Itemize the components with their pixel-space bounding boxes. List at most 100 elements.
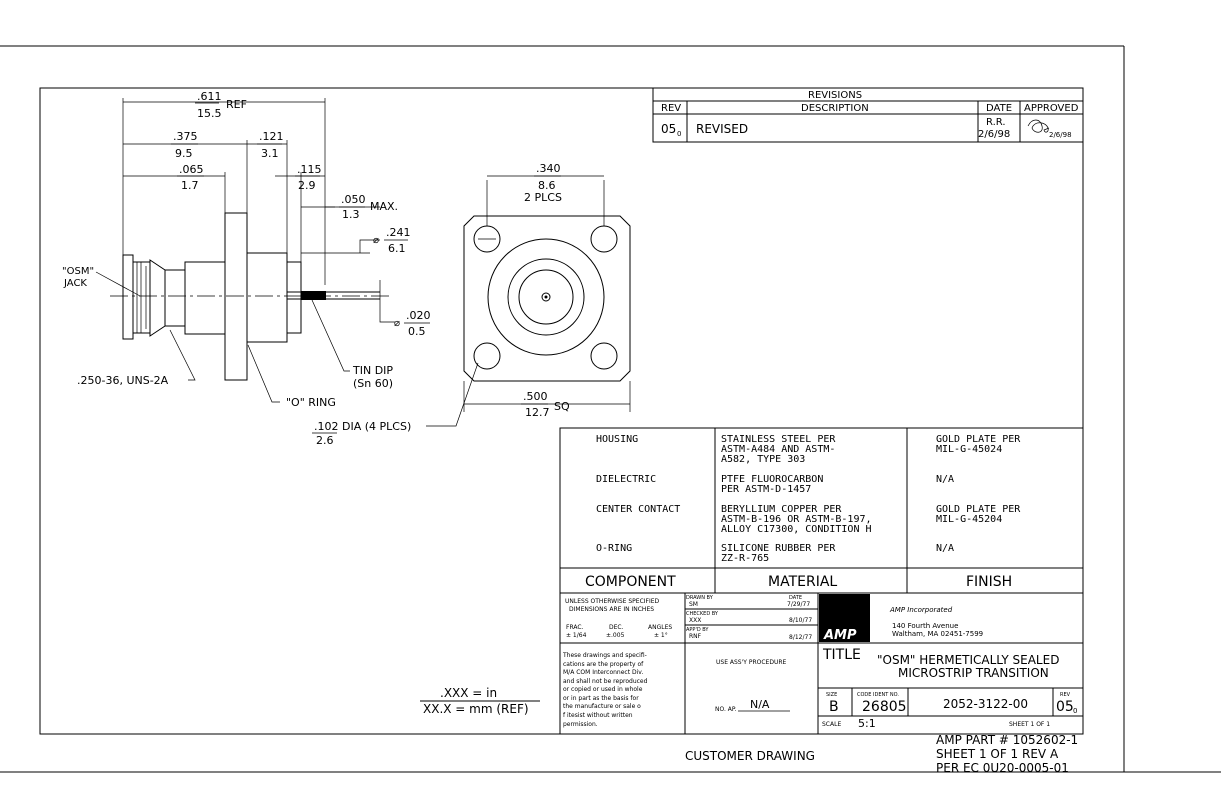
revisions-table: REVISIONS REV DESCRIPTION DATE APPROVED … bbox=[652, 87, 1084, 143]
tb-address-2: Waltham, MA 02451-7599 bbox=[892, 630, 983, 638]
tin-dip-band bbox=[301, 291, 326, 300]
tb-rev-label: REV bbox=[1060, 692, 1071, 698]
tb-size-label: SIZE bbox=[826, 692, 837, 698]
leader-hole bbox=[426, 362, 479, 427]
body-section bbox=[184, 261, 226, 335]
side-view-callouts: "OSM" JACK .250-36, UNS-2A "O" RING TIN … bbox=[62, 266, 393, 409]
tb-notice-1: These drawings and specifi- bbox=[562, 652, 647, 659]
center-pin-dot bbox=[544, 295, 548, 299]
leader-dia-020 bbox=[379, 280, 395, 323]
title-block: UNLESS OTHERWISE SPECIFIED DIMENSIONS AR… bbox=[560, 593, 1083, 734]
units-note-line1: .XXX = in bbox=[440, 686, 497, 700]
bom-row-1-finish-1: GOLD PLATE PER bbox=[936, 434, 1021, 445]
tb-size: B bbox=[829, 699, 839, 715]
dim-pinmax-mm: 1.3 bbox=[342, 208, 360, 221]
rear-body bbox=[246, 252, 288, 343]
tb-sheet: SHEET 1 OF 1 bbox=[1009, 721, 1050, 728]
bom-row-3-finish-2: MIL-G-45204 bbox=[936, 514, 1002, 525]
tb-scale: 5:1 bbox=[858, 717, 876, 730]
tb-title-line2: MICROSTRIP TRANSITION bbox=[898, 666, 1049, 680]
dim-spacing-mm: 8.6 bbox=[538, 179, 556, 192]
bom-row-2-material-2: PER ASTM-D-1457 bbox=[721, 484, 811, 495]
dim-body-in: .375 bbox=[173, 130, 198, 143]
thread-section bbox=[164, 269, 186, 327]
dim-sq-mm: 12.7 bbox=[525, 406, 550, 419]
tb-scale-label: SCALE bbox=[822, 721, 841, 728]
leader-osm bbox=[95, 271, 141, 297]
bom-row-3-finish-1: GOLD PLATE PER bbox=[936, 504, 1021, 515]
bom-row-4-component: O-RING bbox=[596, 543, 632, 554]
tb-notice-5: or copied or used in whole bbox=[563, 686, 643, 693]
tb-dec-val: ±.005 bbox=[606, 632, 625, 639]
jack-nut bbox=[133, 261, 151, 334]
bom-row-3-component: CENTER CONTACT bbox=[596, 504, 680, 515]
tb-drawn-by: SM bbox=[689, 601, 698, 608]
front-view bbox=[463, 215, 631, 382]
dim-pin-in: .115 bbox=[297, 163, 322, 176]
rev-title: REVISIONS bbox=[808, 90, 862, 101]
tb-frac-label: FRAC. bbox=[566, 624, 584, 631]
mount-hole-tr bbox=[590, 225, 618, 253]
bom-header-finish: FINISH bbox=[966, 574, 1012, 590]
bom-header-material: MATERIAL bbox=[768, 574, 837, 590]
footer-sheet-rev: SHEET 1 OF 1 REV A bbox=[936, 747, 1059, 761]
bom-row-3-material-1: BERYLLIUM COPPER PER bbox=[721, 504, 842, 515]
units-note-line2: XX.X = mm (REF) bbox=[423, 702, 529, 716]
body-circle-outer bbox=[487, 238, 605, 356]
dim-overall-in: .611 bbox=[197, 90, 222, 103]
bom-row-1-finish-2: MIL-G-45024 bbox=[936, 444, 1002, 455]
callout-o-ring: "O" RING bbox=[286, 396, 336, 409]
bom-row-3-material-3: ALLOY C17300, CONDITION H bbox=[721, 524, 872, 535]
dim-body-mm: 9.5 bbox=[175, 147, 193, 160]
bom-row-2-material-1: PTFE FLUOROCARBON bbox=[721, 474, 823, 485]
tb-rev: 05 bbox=[1056, 699, 1074, 715]
tb-title-line1: "OSM" HERMETICALLY SEALED bbox=[877, 653, 1059, 667]
rev-col-date: DATE bbox=[986, 103, 1012, 114]
bom-row-1-material-1: STAINLESS STEEL PER bbox=[721, 434, 836, 445]
tb-title-label: TITLE bbox=[822, 647, 861, 663]
dim-hole-in: .102 bbox=[314, 420, 339, 433]
tb-code: 26805 bbox=[862, 699, 907, 715]
dim-fe-mm: 3.1 bbox=[261, 147, 279, 160]
tb-notice-3: M/A COM Interconnect Div. bbox=[563, 669, 643, 676]
tb-notice-8: f itesist without written bbox=[563, 712, 633, 719]
tb-notice-7: the manufacture or sale o bbox=[563, 703, 641, 710]
side-view bbox=[110, 212, 390, 381]
bom-header-component: COMPONENT bbox=[585, 574, 676, 590]
bom-row-2-component: DIELECTRIC bbox=[596, 474, 656, 485]
callout-osm-1: "OSM" bbox=[62, 266, 94, 277]
leader-dia-241 bbox=[359, 239, 380, 253]
dim-dia241-mm: 6.1 bbox=[388, 242, 406, 255]
tb-no-ap-label: NO. AP. bbox=[715, 706, 737, 713]
bom-table: HOUSING STAINLESS STEEL PER ASTM-A484 AN… bbox=[559, 427, 1084, 735]
bom-row-1-material-3: A582, TYPE 303 bbox=[721, 454, 805, 465]
tb-checked-by: XXX bbox=[689, 617, 701, 624]
bom-row-4-finish-1: N/A bbox=[936, 543, 954, 554]
tb-notice-9: permission. bbox=[563, 721, 598, 728]
dim-dia020-mm: 0.5 bbox=[408, 325, 426, 338]
callout-tin-dip-1: TIN DIP bbox=[352, 364, 393, 377]
dim-fe-in: .121 bbox=[259, 130, 284, 143]
bom-row-3-material-2: ASTM-B-196 OR ASTM-B-197, bbox=[721, 514, 872, 525]
dim-overall-mm: 15.5 bbox=[197, 107, 222, 120]
flange-square bbox=[463, 215, 631, 382]
tb-notice-6: or in part as the basis for bbox=[563, 695, 639, 702]
bom-row-1-component: HOUSING bbox=[596, 434, 638, 445]
footer-amp-part: AMP PART # 1052602-1 bbox=[936, 733, 1078, 747]
tb-appd-by: RNF bbox=[689, 633, 702, 640]
rev-table-box bbox=[652, 87, 1084, 143]
dim-dia020-prefix: ⌀ bbox=[394, 318, 400, 329]
bom-row-4-material-1: SILICONE RUBBER PER bbox=[721, 543, 836, 554]
dim-hole-suffix: DIA (4 PLCS) bbox=[342, 420, 411, 433]
dim-dia020-in: .020 bbox=[406, 309, 431, 322]
mount-hole-br bbox=[590, 342, 618, 370]
callout-osm-2: JACK bbox=[63, 278, 87, 289]
dim-pinmax-in: .050 bbox=[341, 193, 366, 206]
rev-date-1: R.R. bbox=[986, 117, 1006, 128]
flange bbox=[224, 212, 248, 381]
rev-col-desc: DESCRIPTION bbox=[801, 103, 869, 114]
amp-logo: AMP bbox=[823, 628, 857, 643]
tb-address-1: 140 Fourth Avenue bbox=[892, 622, 958, 630]
amp-logo-block bbox=[819, 594, 870, 642]
